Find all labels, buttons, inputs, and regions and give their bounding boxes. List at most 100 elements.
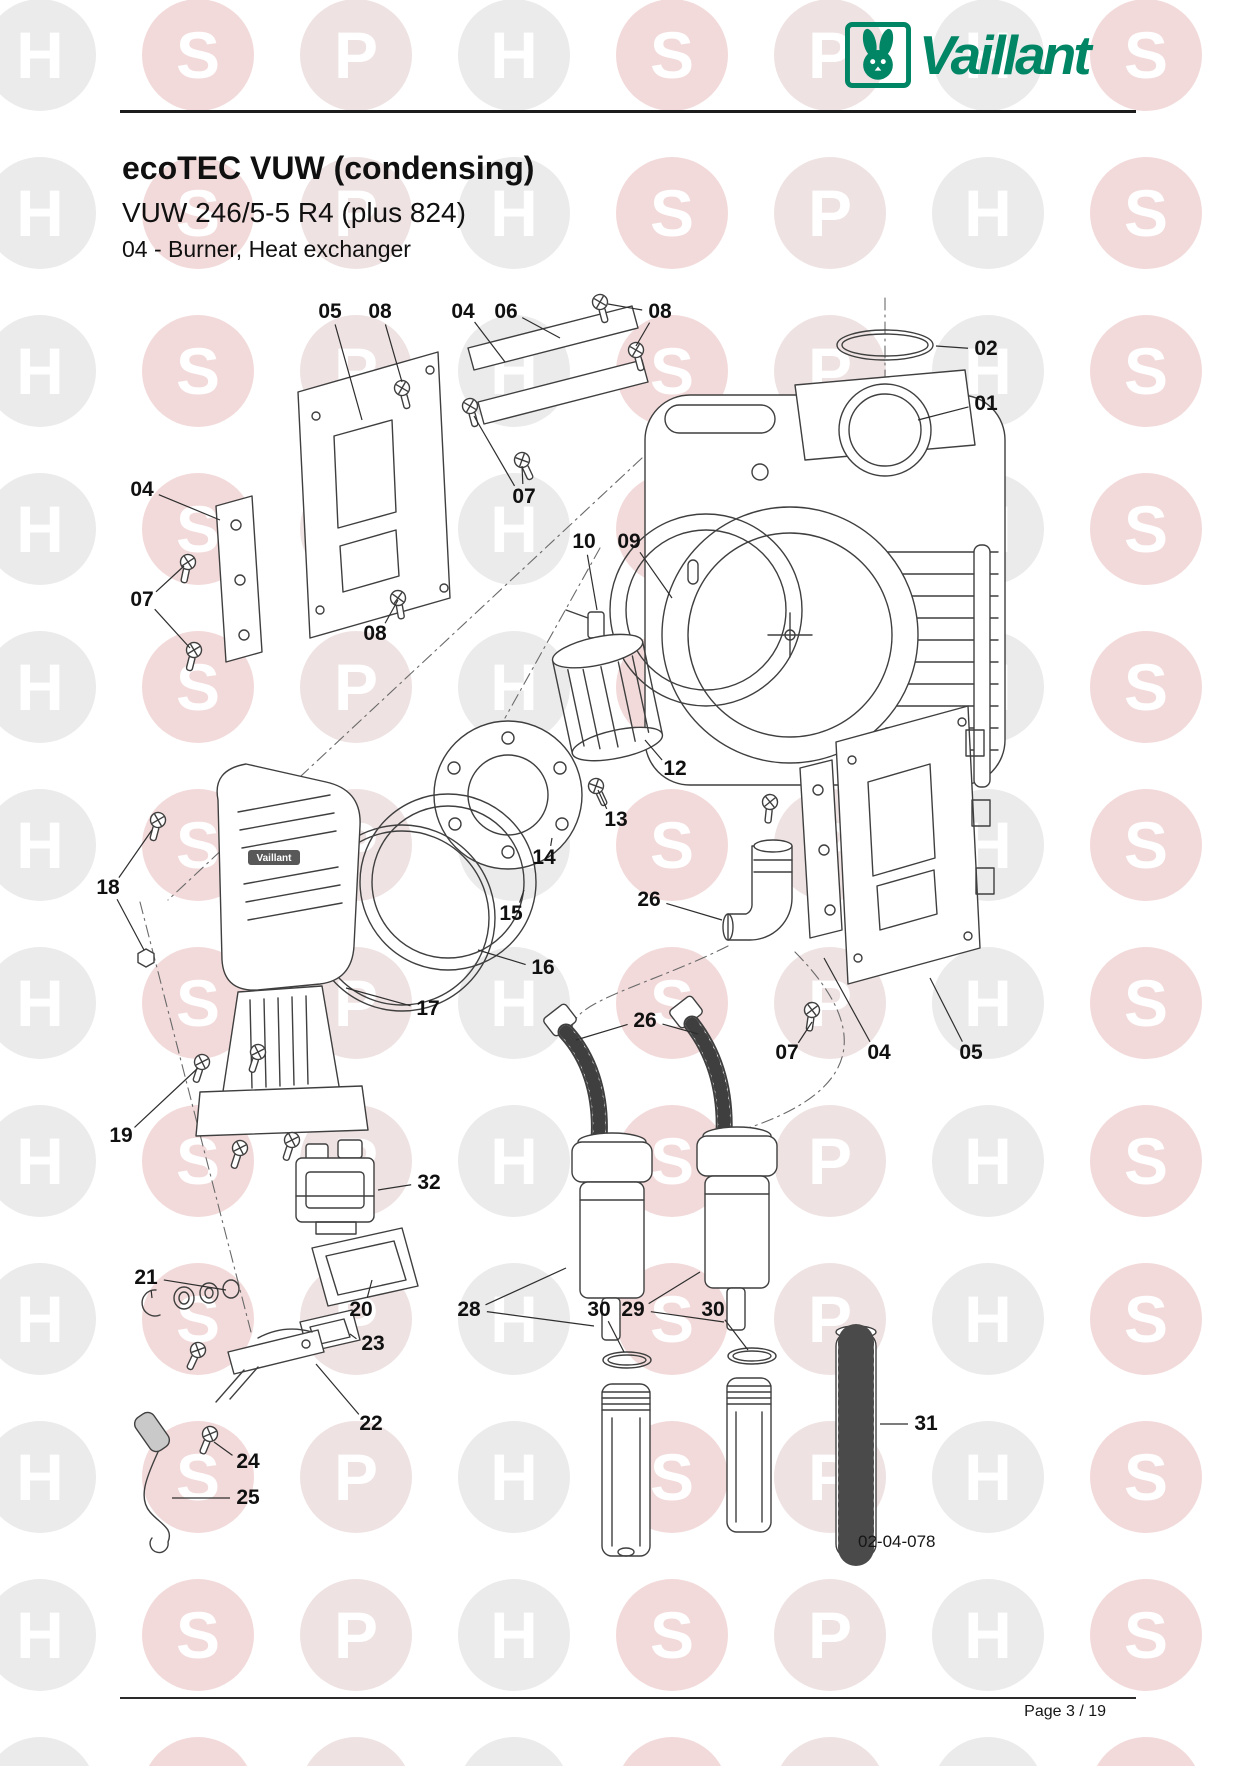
burner-group-drawing [308, 609, 664, 1012]
watermark-letter: H [458, 631, 570, 743]
watermark-letter: S [1090, 947, 1202, 1059]
watermark-letter: H [0, 0, 96, 111]
watermark-letter: S [1090, 631, 1202, 743]
watermark-letter: S [1090, 1579, 1202, 1691]
callout-08: 08 [368, 300, 392, 323]
watermark-letter: P [300, 157, 412, 269]
fan-assembly-drawing: Vaillant [137, 763, 369, 1137]
callout-04: 04 [451, 300, 475, 323]
callout-04: 04 [867, 1041, 891, 1064]
callout-32: 32 [417, 1171, 441, 1194]
callout-07: 07 [775, 1041, 799, 1064]
watermark-letter: H [458, 0, 570, 111]
watermark-letter: S [142, 1579, 254, 1691]
watermark-letter: H [0, 947, 96, 1059]
callout-08: 08 [648, 300, 672, 323]
watermark-letter: H [458, 473, 570, 585]
watermark-letter: S [616, 1421, 728, 1533]
callout-24: 24 [236, 1450, 260, 1473]
watermark-letter: P [774, 157, 886, 269]
callout-05: 05 [318, 300, 342, 323]
callout-21: 21 [134, 1266, 158, 1289]
watermark-letter: H [0, 157, 96, 269]
watermark-letter: S [616, 0, 728, 111]
callout-18: 18 [96, 876, 120, 899]
watermark-letter: P [774, 1105, 886, 1217]
footer-rule [120, 1697, 1136, 1699]
callout-12: 12 [663, 757, 687, 780]
callout-17: 17 [416, 997, 440, 1020]
callout-13: 13 [604, 808, 628, 831]
watermark-letter: S [142, 315, 254, 427]
callout-16: 16 [531, 956, 555, 979]
watermark-letter: H [932, 1263, 1044, 1375]
watermark-letter: H [0, 1579, 96, 1691]
watermark-letter: H [0, 1421, 96, 1533]
watermark-letter: H [458, 1579, 570, 1691]
callout-30: 30 [701, 1298, 725, 1321]
title-block: ecoTEC VUW (condensing) VUW 246/5-5 R4 (… [122, 150, 534, 263]
page-indicator: Page 3 / 19 [1024, 1703, 1106, 1720]
watermark-letter: P [300, 1579, 412, 1691]
right-mounting-plates-drawing [799, 705, 995, 985]
callout-26: 26 [637, 888, 661, 911]
watermark-letter: H [932, 1421, 1044, 1533]
callout-08: 08 [363, 622, 387, 645]
watermark-letter: H [0, 473, 96, 585]
watermark-letter: S [616, 157, 728, 269]
callout-23: 23 [361, 1332, 385, 1355]
callout-05: 05 [959, 1041, 983, 1064]
watermark-letter: P [300, 1421, 412, 1533]
page-title: ecoTEC VUW (condensing) [122, 150, 535, 186]
callout-14: 14 [532, 846, 556, 869]
watermark-letter: H [0, 631, 96, 743]
watermark-letter: S [1090, 1105, 1202, 1217]
gas-valve-drawing [295, 1139, 419, 1307]
watermark-letter: H [458, 1105, 570, 1217]
callout-04: 04 [130, 478, 154, 501]
fan-brand-label: Vaillant [256, 853, 292, 864]
watermark-letter: H [932, 0, 1044, 111]
watermark-letter: H [932, 157, 1044, 269]
electrode-group-drawing [133, 1279, 361, 1554]
callout-28: 28 [457, 1298, 481, 1321]
watermark-letter: H [932, 1579, 1044, 1691]
page-section: 04 - Burner, Heat exchanger [122, 236, 411, 262]
callout-30: 30 [587, 1298, 611, 1321]
watermark-letter: S [1090, 789, 1202, 901]
watermark-letter: S [142, 1421, 254, 1533]
watermark-letter: S [1090, 1263, 1202, 1375]
callout-07: 07 [130, 588, 154, 611]
callout-15: 15 [499, 902, 523, 925]
callout-22: 22 [359, 1412, 383, 1435]
callout-02: 02 [974, 337, 998, 360]
watermark-letter: S [616, 1579, 728, 1691]
watermark-letter: H [0, 315, 96, 427]
watermark-letter: H [932, 1105, 1044, 1217]
header-rule [120, 110, 1136, 113]
vaillant-rabbit-icon [845, 22, 911, 88]
callout-29: 29 [621, 1298, 645, 1321]
callout-10: 10 [572, 530, 596, 553]
watermark-letter: S [616, 789, 728, 901]
callout-09: 09 [617, 530, 641, 553]
watermark-letter: S [1090, 157, 1202, 269]
watermark-letter: S [1090, 0, 1202, 111]
watermark-letter: S [1090, 1421, 1202, 1533]
watermark-letter: H [0, 1263, 96, 1375]
callout-26: 26 [633, 1009, 657, 1032]
watermark-letter: H [0, 1105, 96, 1217]
watermark-letter: H [458, 1421, 570, 1533]
callout-07: 07 [512, 485, 536, 508]
watermark-letter: S [142, 157, 254, 269]
callout-31: 31 [914, 1412, 938, 1435]
page-subtitle: VUW 246/5-5 R4 (plus 824) [122, 197, 466, 228]
heat-exchanger-drawing [609, 329, 1006, 788]
watermark-letter: P [774, 1579, 886, 1691]
callout-19: 19 [109, 1124, 133, 1147]
callout-25: 25 [236, 1486, 260, 1509]
elbow-drawing [722, 839, 793, 941]
